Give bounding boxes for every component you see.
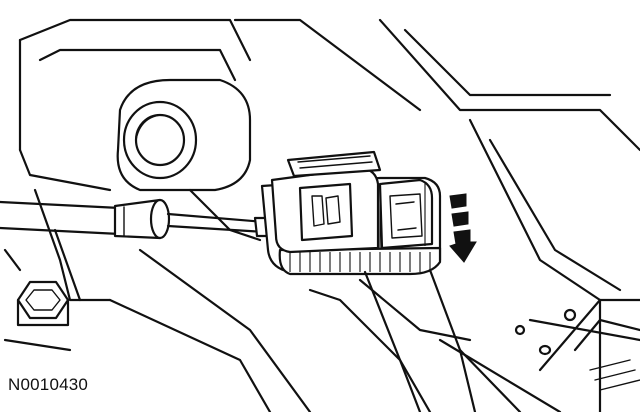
bracket-rod xyxy=(363,268,562,412)
housing-details xyxy=(514,308,640,391)
cable-end-connector xyxy=(260,150,442,276)
housing-outline xyxy=(18,18,640,412)
figure-id-label: N0010430 xyxy=(8,375,89,394)
arrow-down-right-icon xyxy=(449,193,477,263)
hex-bolt xyxy=(3,248,72,352)
